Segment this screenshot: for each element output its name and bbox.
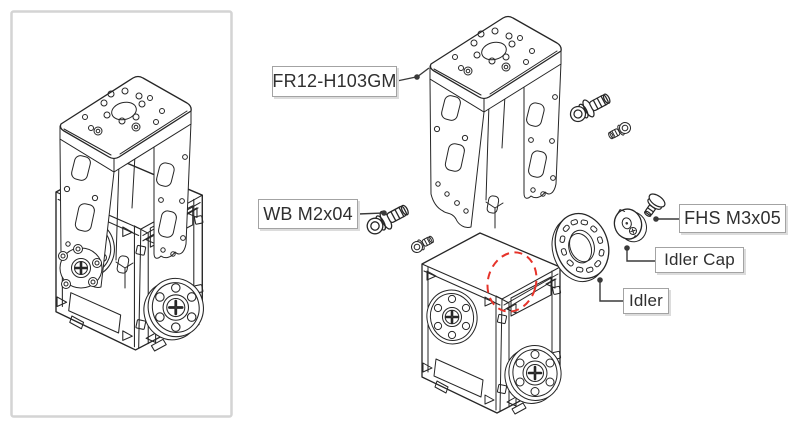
callout-fr12-label: FR12-H103GM (272, 71, 397, 91)
bolt-top-right-1 (566, 88, 614, 127)
callout-idler-cap: Idler Cap (655, 247, 744, 273)
callout-fhs-m3x05: FHS M3x05 (679, 204, 786, 233)
assembled-unit-drawing (54, 75, 211, 353)
callout-fr12-h103gm: FR12-H103GM (272, 66, 397, 97)
wb-m2x04-bolt-2 (409, 233, 436, 255)
callout-idler-label: Idler (628, 291, 664, 310)
callout-wb-m2x04: WB M2x04 (258, 199, 358, 229)
callout-leaders (357, 67, 679, 302)
callout-idler-cap-label: Idler Cap (664, 250, 735, 269)
idler-cap (613, 208, 648, 243)
callout-wb-label: WB M2x04 (263, 203, 353, 224)
highlight-dashed-ellipse (486, 251, 538, 313)
fhs-m3x05-screw (638, 190, 668, 222)
callout-idler: Idler (623, 288, 669, 314)
idler-bearing (551, 212, 610, 283)
bracket-fr12-h103gm (429, 15, 562, 229)
callout-fhs-label: FHS M3x05 (684, 208, 781, 228)
horn-screws (58, 244, 103, 289)
exploded-view (362, 15, 668, 416)
bolt-top-right-2 (606, 120, 633, 142)
wb-m2x04-bolt-1 (362, 199, 413, 239)
servo-actuator (420, 231, 568, 416)
